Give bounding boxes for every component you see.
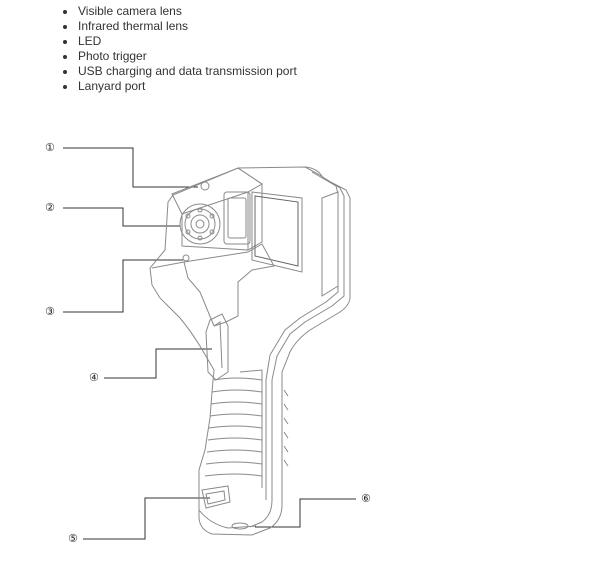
led-drawing (182, 254, 190, 262)
leader-line-1 (63, 147, 198, 188)
feature-item-led: LED (77, 34, 297, 49)
usb-port-drawing (201, 485, 231, 509)
leader-lines (63, 147, 356, 540)
feature-item-lanyard-port: Lanyard port (77, 79, 297, 94)
leader-line-2 (63, 207, 180, 227)
leader-line-6 (255, 498, 356, 528)
screen-frame (251, 191, 303, 273)
callout-6: ⑥ (361, 492, 371, 505)
leader-line-5 (83, 497, 210, 540)
leader-line-4 (104, 348, 212, 379)
feature-item-photo-trigger: Photo trigger (77, 49, 297, 64)
leader-line-3 (63, 259, 183, 313)
callout-2: ② (45, 201, 55, 214)
feature-item-infrared-thermal-lens: Infrared thermal lens (77, 19, 297, 34)
visible-camera-lens-drawing (200, 181, 210, 191)
front-block (171, 167, 263, 215)
housing-outline (149, 166, 351, 536)
lens-bezel (223, 191, 251, 245)
feature-item-visible-camera-lens: Visible camera lens (77, 4, 297, 19)
lanyard-port-drawing (231, 522, 249, 530)
infrared-lens-drawing (179, 203, 221, 245)
housing-rim (249, 166, 345, 528)
grip-ribs (204, 377, 263, 477)
feature-list: Visible camera lens Infrared thermal len… (59, 4, 297, 94)
callout-3: ③ (45, 305, 55, 318)
callout-1: ① (45, 141, 55, 154)
device-outline (149, 166, 351, 536)
photo-trigger-drawing (205, 313, 229, 381)
callout-4: ④ (89, 371, 99, 384)
callout-5: ⑤ (68, 532, 78, 545)
feature-item-usb-port: USB charging and data transmission port (77, 64, 297, 79)
